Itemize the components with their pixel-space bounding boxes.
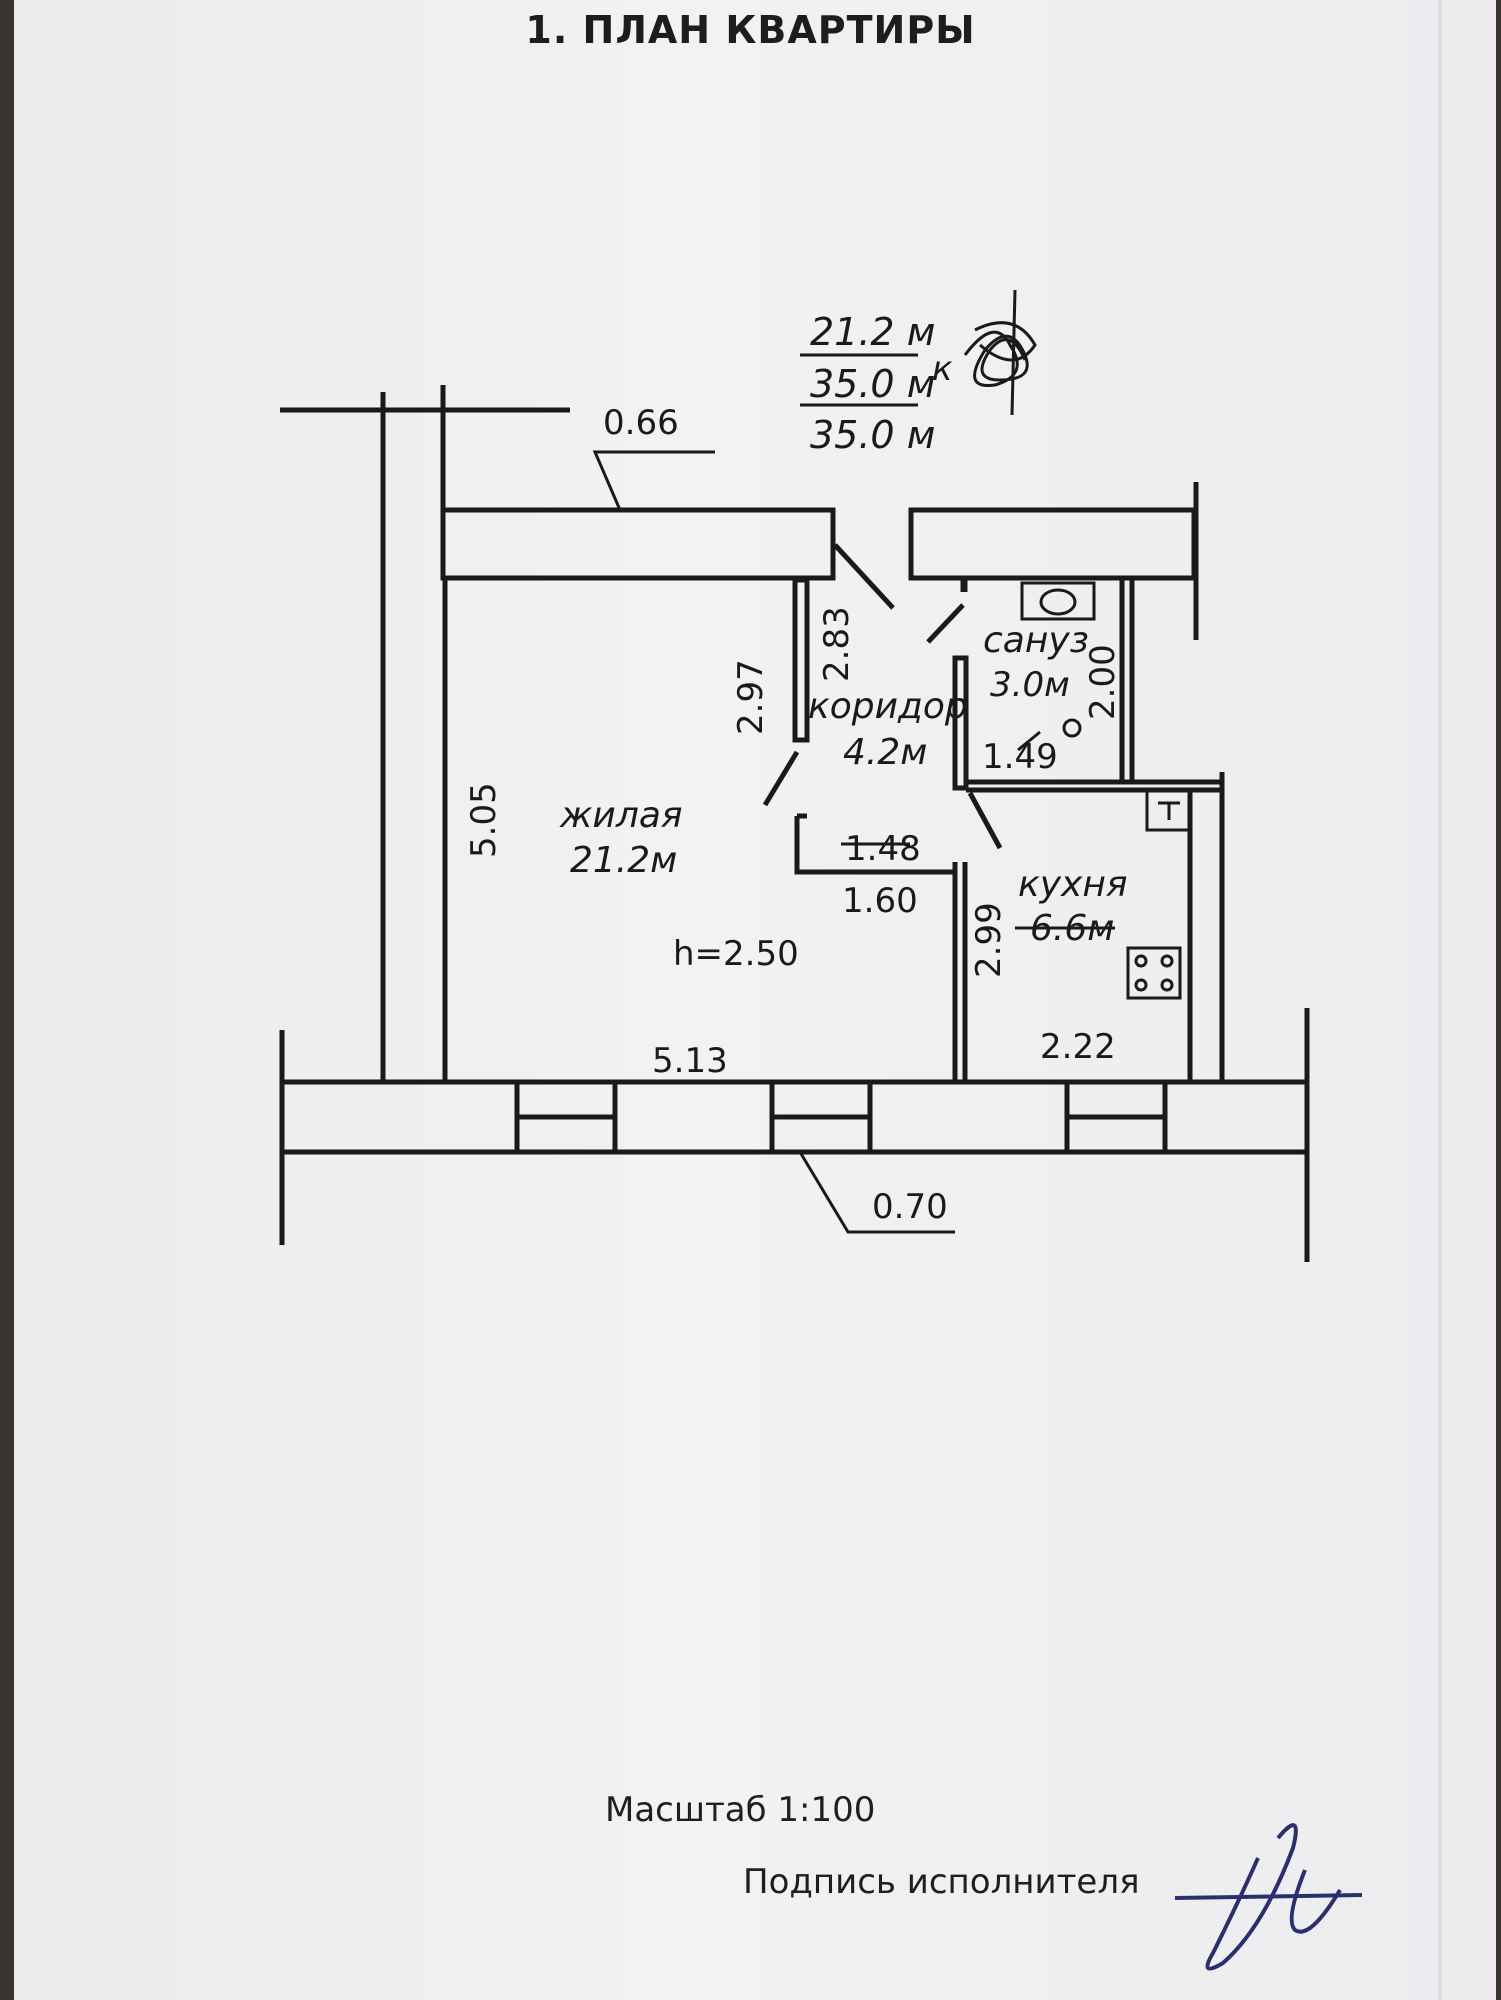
- dim-living-height: 5.05: [464, 782, 504, 858]
- dim-bath-width: 1.49: [982, 737, 1058, 777]
- dim-kitchen-width: 2.22: [1040, 1027, 1116, 1067]
- scale-label: Масштаб 1:100: [605, 1790, 876, 1830]
- redaction-scribble: [963, 289, 1037, 416]
- total-area-2: 35.0 м: [810, 413, 935, 457]
- top-wall-left: [440, 507, 836, 581]
- bathroom-fixtures: [960, 578, 1096, 738]
- leader-wall-top: [592, 450, 715, 511]
- dim-living-partition: 2.97: [731, 659, 771, 735]
- area-prefix: к: [932, 349, 953, 389]
- sink-icon: [1062, 718, 1082, 738]
- total-area: 35.0 м: [810, 362, 935, 406]
- room-living-area: 21.2м: [570, 840, 677, 881]
- dim-living-width: 5.13: [652, 1041, 728, 1081]
- kitchen-fixtures: [1126, 788, 1192, 1000]
- toilet-icon: [1020, 581, 1096, 621]
- room-corridor-area: 4.2м: [843, 732, 927, 773]
- room-kitchen-name: кухня: [1018, 864, 1128, 905]
- dim-wall-top: 0.66: [603, 403, 679, 443]
- room-bathroom-area: 3.0м: [990, 665, 1070, 705]
- dim-bath-height: 2.00: [1083, 644, 1123, 720]
- dim-wall-bottom: 0.70: [872, 1187, 948, 1227]
- room-living-height: h=2.50: [673, 934, 799, 974]
- plan-title: 1. ПЛАН КВАРТИРЫ: [525, 8, 976, 52]
- water-heater-icon: [1145, 788, 1192, 832]
- top-wall-right: [908, 507, 1197, 581]
- living-area-total: 21.2 м: [810, 310, 935, 354]
- stove-icon: [1126, 946, 1182, 1000]
- room-bathroom-name: сануз: [983, 620, 1089, 661]
- signature-mark: [1174, 1823, 1363, 1971]
- corridor-partition: [792, 577, 810, 743]
- dim-corridor-height: 2.83: [817, 606, 857, 682]
- signature-label: Подпись исполнителя: [743, 1862, 1140, 1902]
- corridor-right-wall: [952, 655, 969, 791]
- dim-closet-w2: 1.60: [842, 881, 918, 921]
- paper-sheet: [14, 0, 1496, 2000]
- leader-wall-bottom: [798, 1151, 955, 1234]
- room-living-name: жилая: [559, 795, 683, 836]
- dim-kitchen-height: 2.99: [969, 902, 1009, 978]
- paper-fold: [1438, 0, 1442, 2000]
- dim-closet-w1: 1.48: [845, 829, 921, 869]
- room-corridor-name: коридор: [808, 686, 968, 727]
- room-kitchen-area: 6.6м: [1030, 908, 1114, 949]
